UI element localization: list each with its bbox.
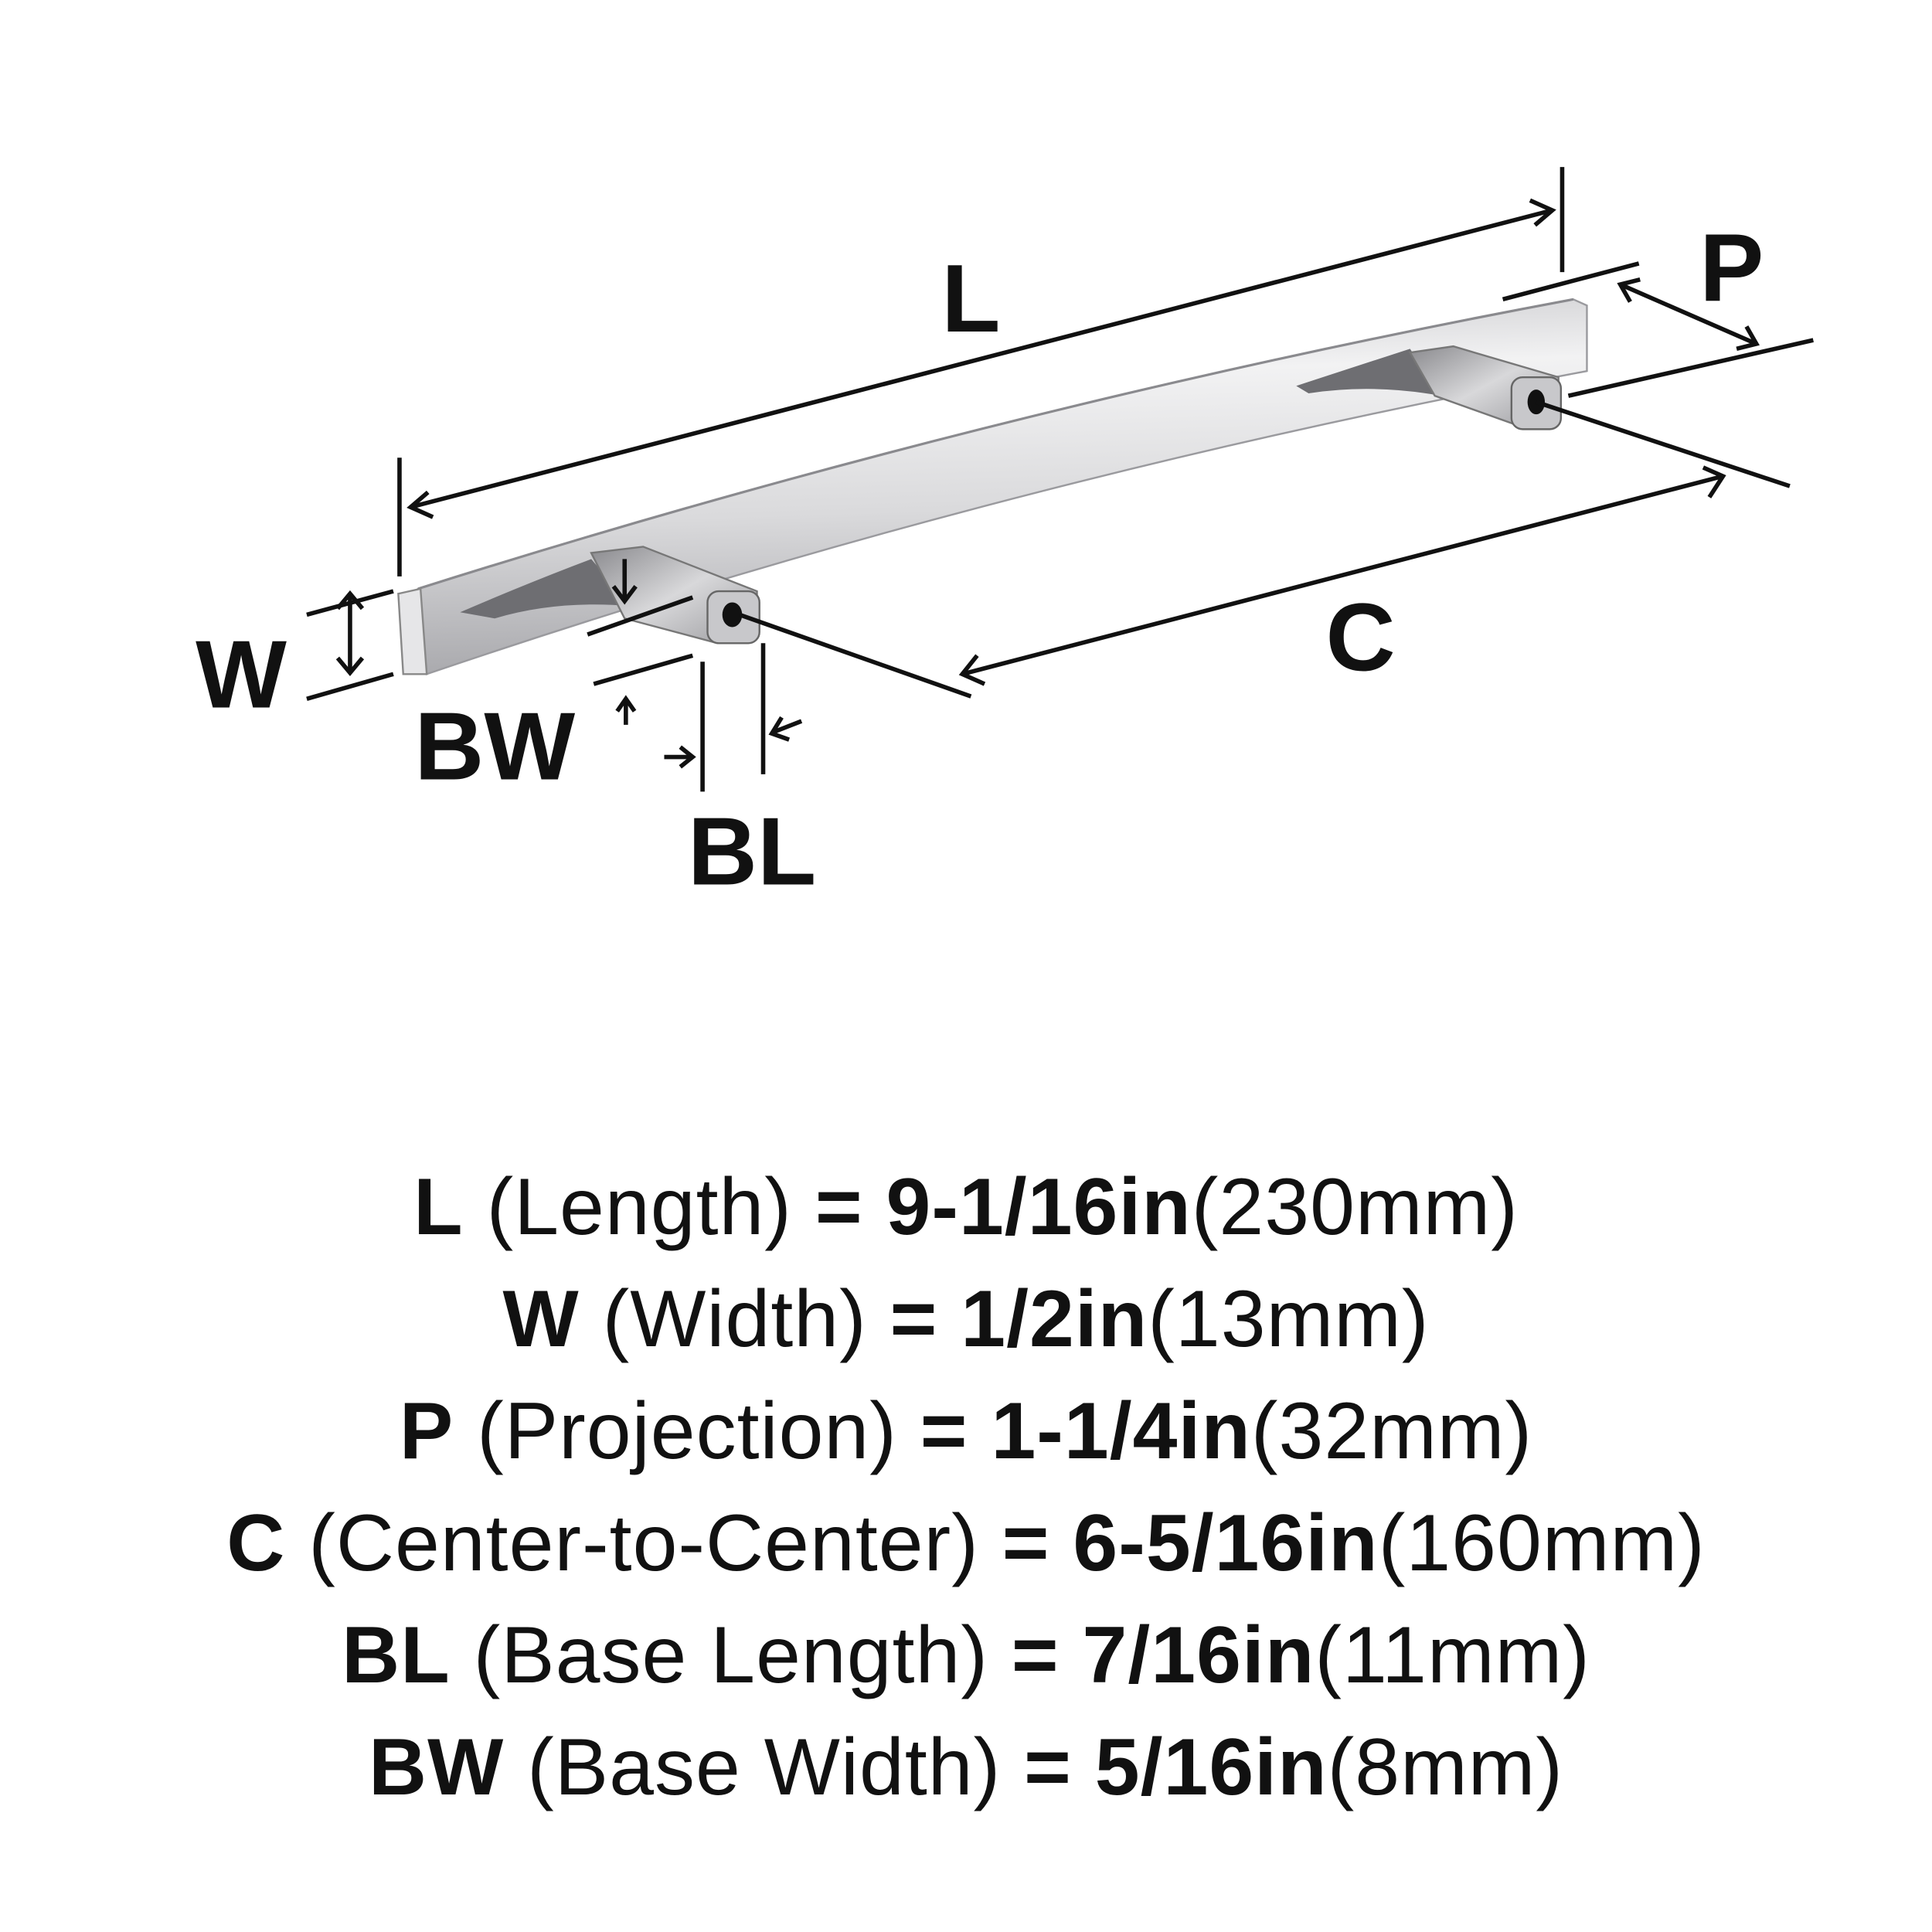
right-post-shadow	[1296, 349, 1441, 396]
spec-name: (Width)	[602, 1274, 867, 1364]
base-length-label: BL	[688, 798, 816, 905]
spec-projection: P (Projection) = 1-1/4in(32mm)	[0, 1376, 1932, 1488]
spec-imperial: 9-1/16in	[886, 1162, 1192, 1252]
spec-metric: (32mm)	[1250, 1386, 1533, 1476]
spec-code: P	[399, 1386, 454, 1476]
spec-code: L	[413, 1162, 464, 1252]
spec-imperial: 5/16in	[1094, 1723, 1328, 1812]
left-post-screw-hole	[722, 602, 743, 628]
spec-code: C	[226, 1498, 286, 1588]
spec-width: W (Width) = 1/2in(13mm)	[0, 1264, 1932, 1376]
length-label: L	[941, 245, 1000, 352]
spec-base-length: BL (Base Length) = 7/16in(11mm)	[0, 1600, 1932, 1712]
spec-center-to-center: C (Center-to-Center) = 6-5/16in(160mm)	[0, 1488, 1932, 1600]
spec-code: BL	[342, 1611, 451, 1700]
center-to-center-label: C	[1325, 583, 1395, 691]
spec-metric: (160mm)	[1378, 1498, 1706, 1588]
spec-name: (Base Length)	[473, 1611, 988, 1700]
spec-name: (Base Width)	[527, 1723, 1002, 1812]
spec-equals: =	[920, 1386, 968, 1476]
spec-equals: =	[1011, 1611, 1060, 1700]
spec-name: (Center-to-Center)	[308, 1498, 979, 1588]
handle-bar-end-face	[397, 587, 428, 675]
spec-base-width: BW (Base Width) = 5/16in(8mm)	[0, 1712, 1932, 1824]
base-width-label: BW	[414, 692, 575, 800]
spec-equals: =	[1024, 1723, 1072, 1812]
spec-name: (Length)	[486, 1162, 792, 1252]
spec-code: BW	[369, 1723, 505, 1812]
spec-code: W	[502, 1274, 580, 1364]
spec-metric: (11mm)	[1315, 1611, 1590, 1700]
spec-metric: (230mm)	[1191, 1162, 1519, 1252]
width-dimension: W	[196, 589, 394, 728]
dimension-specifications: L (Length) = 9-1/16in(230mm) W (Width) =…	[0, 1151, 1932, 1824]
spec-equals: =	[1002, 1498, 1050, 1588]
length-dimension: L	[397, 167, 1565, 577]
spec-imperial: 1-1/4in	[991, 1386, 1251, 1476]
spec-imperial: 7/16in	[1082, 1611, 1315, 1700]
base-length-dimension: BL	[688, 643, 816, 905]
spec-length: L (Length) = 9-1/16in(230mm)	[0, 1151, 1932, 1264]
spec-imperial: 6-5/16in	[1073, 1498, 1379, 1588]
projection-dimension: P	[1502, 214, 1814, 398]
handle-bar-top-edge	[417, 298, 1574, 590]
left-post-shadow	[460, 559, 631, 619]
center-to-center-dimension: C	[739, 400, 1791, 699]
spec-equals: =	[889, 1274, 938, 1364]
width-label: W	[196, 621, 287, 728]
base-width-dimension: BW	[414, 559, 696, 800]
spec-metric: (13mm)	[1148, 1274, 1430, 1364]
spec-equals: =	[815, 1162, 863, 1252]
spec-name: (Projection)	[477, 1386, 897, 1476]
spec-imperial: 1/2in	[961, 1274, 1148, 1364]
projection-label: P	[1699, 214, 1764, 321]
spec-metric: (8mm)	[1327, 1723, 1563, 1812]
cabinet-pull-handle	[397, 298, 1588, 675]
